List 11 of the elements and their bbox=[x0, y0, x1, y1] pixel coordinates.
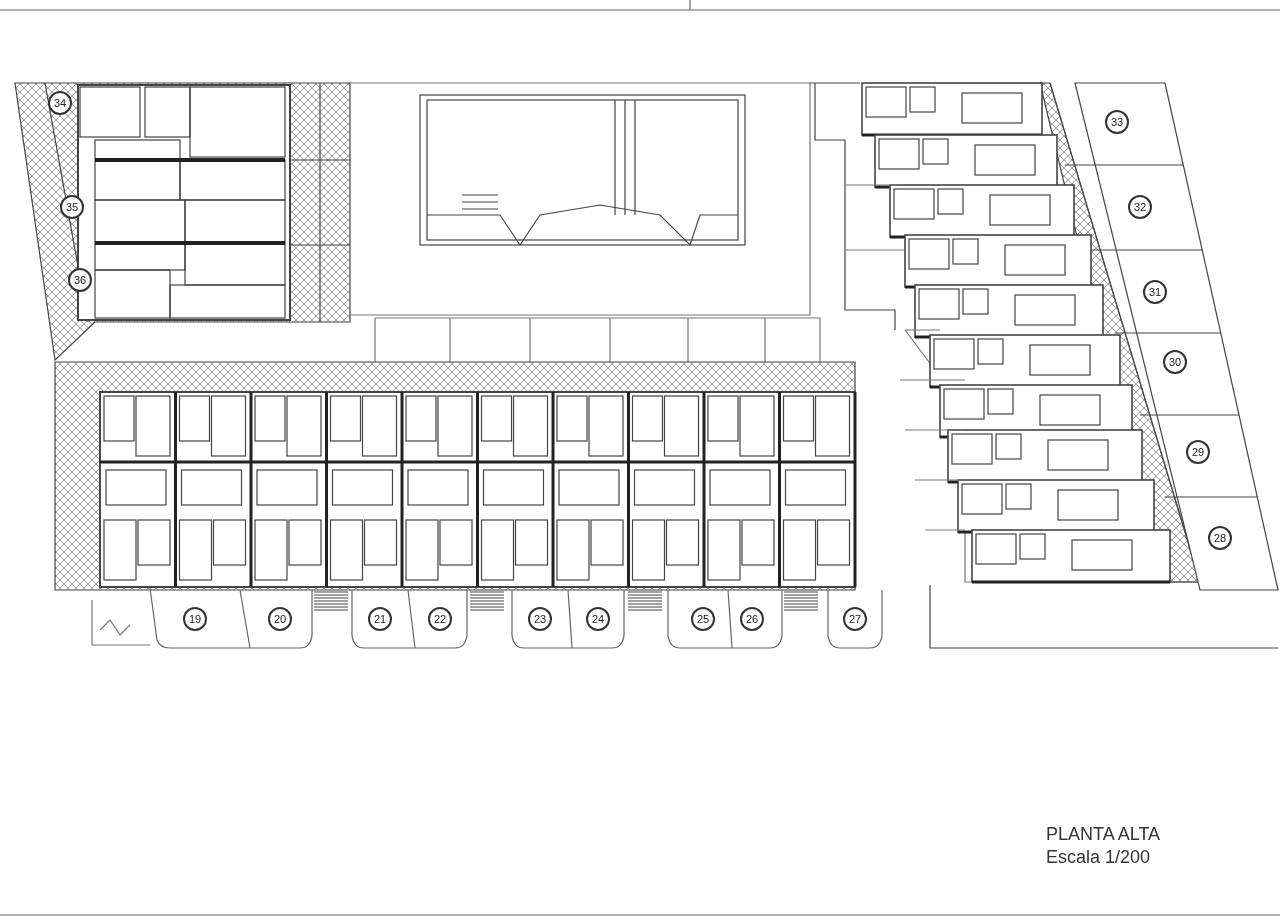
callout-number: 21 bbox=[368, 607, 392, 631]
callout-number: 23 bbox=[528, 607, 552, 631]
callout-number: 19 bbox=[183, 607, 207, 631]
callout-number: 26 bbox=[740, 607, 764, 631]
callout-number: 22 bbox=[428, 607, 452, 631]
callout-number: 20 bbox=[268, 607, 292, 631]
callout-number: 25 bbox=[691, 607, 715, 631]
callout-number: 24 bbox=[586, 607, 610, 631]
plan-title: PLANTA ALTA bbox=[1046, 824, 1161, 845]
callout-number: 27 bbox=[843, 607, 867, 631]
scale-caption: Escala 1/200 bbox=[1046, 847, 1151, 868]
